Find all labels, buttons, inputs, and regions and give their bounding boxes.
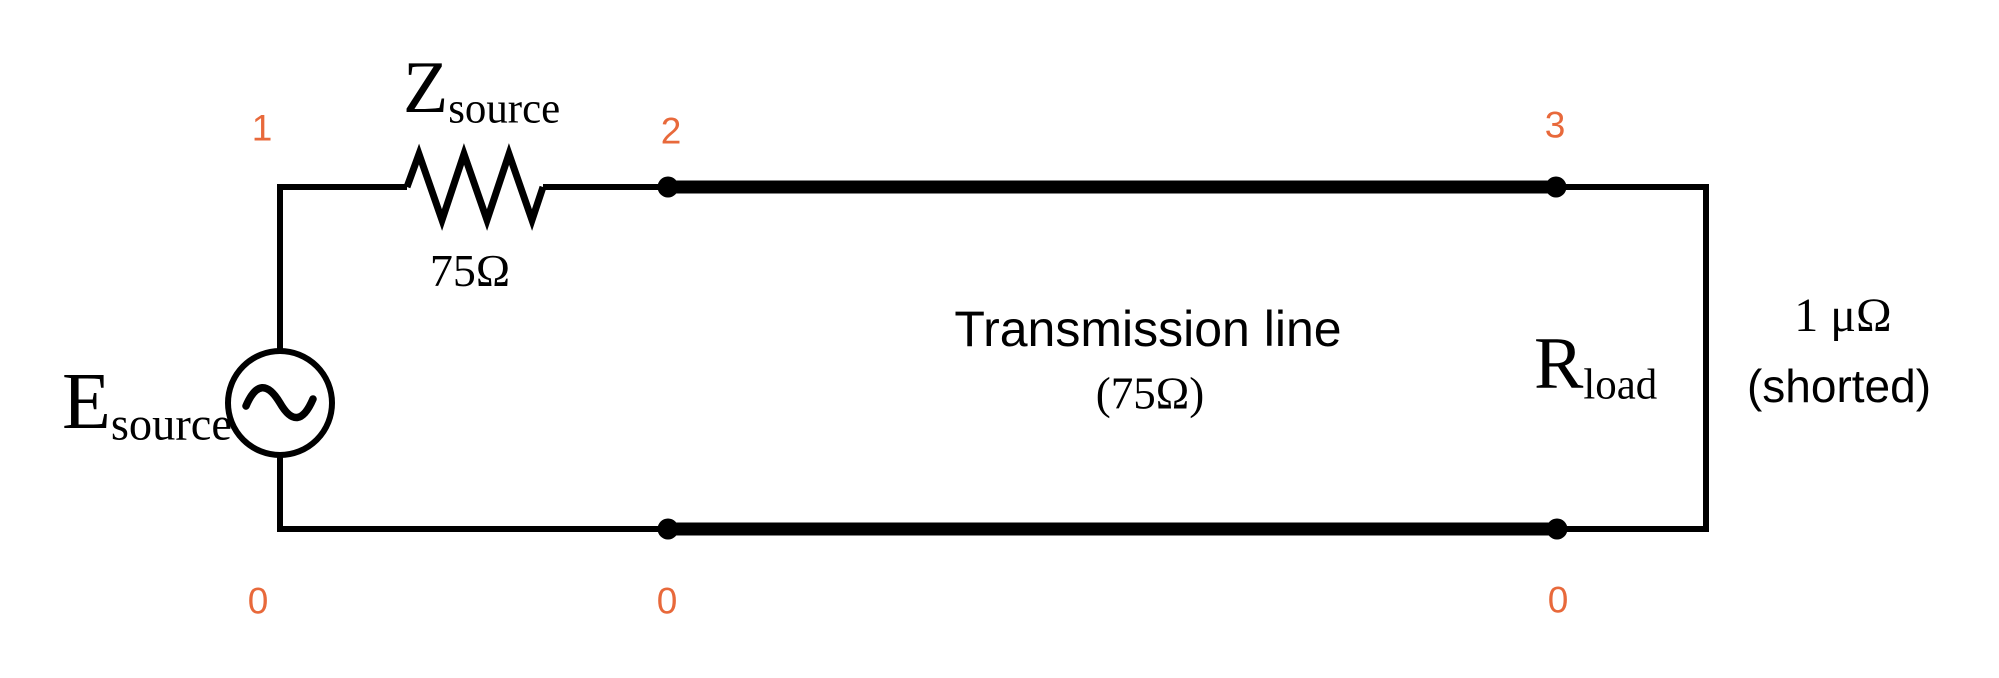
junction-dot-node0-right: [1546, 518, 1568, 540]
r-load-label: Rload: [1534, 327, 1657, 408]
resistor-zigzag-icon: [403, 143, 547, 231]
transmission-line-label: Transmission line: [954, 301, 1342, 357]
z-source-sub: source: [448, 85, 561, 133]
z-source-value: 75Ω: [429, 245, 511, 296]
z-source-label: Zsource: [403, 51, 560, 132]
node-label-0-left: 0: [247, 580, 269, 622]
wire-node1-top: [277, 184, 407, 352]
r-load-main: R: [1534, 323, 1584, 405]
node-label-3: 3: [1544, 104, 1566, 146]
r-load-note: (shorted): [1746, 360, 1932, 412]
node-label-2: 2: [660, 110, 682, 152]
junction-dot-node0-mid: [657, 518, 679, 540]
junction-dot-node2: [657, 176, 679, 198]
node-label-1: 1: [251, 107, 273, 149]
e-source-main: E: [62, 358, 111, 446]
z-source-main: Z: [403, 47, 449, 129]
r-load-value: 1 μΩ: [1794, 289, 1892, 342]
sine-wave-icon: [242, 384, 317, 422]
e-source-label: Esource: [62, 362, 232, 449]
ac-source-circle: [225, 348, 335, 458]
node-label-0-mid: 0: [656, 580, 678, 622]
e-source-sub: source: [110, 399, 232, 451]
wire-load-short: [1556, 184, 1709, 532]
wire-node0-bottom-left: [277, 454, 668, 532]
junction-dot-node3: [1545, 176, 1567, 198]
node-label-0-right: 0: [1547, 579, 1569, 621]
r-load-sub: load: [1583, 361, 1658, 409]
transmission-line-value: (75Ω): [1095, 368, 1205, 419]
